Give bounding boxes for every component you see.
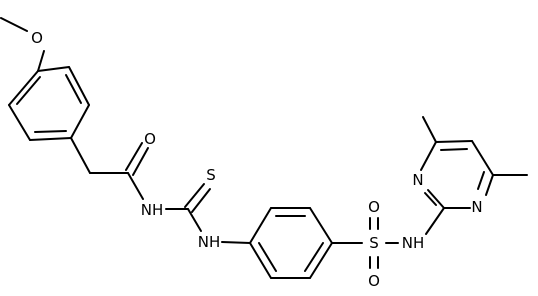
central-benzene-ring xyxy=(249,207,333,279)
atom-nh-sulfonamide: NH xyxy=(402,234,425,252)
pyr-bond-c4-me xyxy=(422,116,437,143)
pyr-bond-c5-c6 xyxy=(471,140,494,176)
ring2-bond-3 xyxy=(309,207,333,244)
atom-s-sulfonyl: S xyxy=(369,234,379,252)
ring1-bond-4 xyxy=(29,137,72,141)
atom-o-sulfonyl-top: O xyxy=(368,198,380,216)
atom-o-sulfonyl-bottom: O xyxy=(368,272,380,290)
ring1-bond-1 xyxy=(37,66,70,72)
pyr-double-c6-n1 xyxy=(477,171,485,190)
ring1-double-2 xyxy=(34,130,67,133)
bond-o-ring xyxy=(37,50,45,72)
bond-nh-pyr xyxy=(425,207,445,235)
bond-co-double-b xyxy=(132,147,149,176)
ring2-double-3 xyxy=(258,242,277,272)
bond-co-double-a xyxy=(125,142,143,171)
ring1-bond-6 xyxy=(8,70,39,106)
bond-co-nh xyxy=(127,172,144,200)
ring1-bond-5 xyxy=(8,104,31,141)
atom-nh-amide: NH xyxy=(141,201,164,219)
ring1-double-1 xyxy=(65,74,82,104)
methoxy-group xyxy=(0,17,45,72)
ring2-bond-6 xyxy=(249,242,272,279)
dimethylpyrimidine-ring xyxy=(420,116,528,235)
bond-cs-double-a xyxy=(184,183,205,208)
atom-n-pyrimidine-left: N xyxy=(412,171,423,189)
atom-o-carbonyl: O xyxy=(144,130,156,148)
bond-ring-ch2 xyxy=(70,137,91,174)
ring1-bond-3 xyxy=(70,104,90,139)
pyr-double-c2-n3 xyxy=(424,192,437,206)
acetyl-linker xyxy=(70,137,149,200)
ring1-bond-2 xyxy=(68,66,90,106)
bond-nh-ring2 xyxy=(221,241,251,244)
methoxyphenyl-ring xyxy=(8,66,90,141)
ring1-double-3 xyxy=(16,76,41,105)
atom-o-methoxy: O xyxy=(31,29,43,47)
pyr-bond-c2-n3 xyxy=(427,189,445,209)
atom-s-thiocarbonyl: S xyxy=(206,166,216,184)
bond-cs-double-b xyxy=(191,188,211,213)
bond-cs-nh xyxy=(187,208,202,232)
ring2-double-2 xyxy=(304,242,324,272)
bond-methyl-o xyxy=(0,17,28,32)
thiourea-group xyxy=(165,183,251,244)
pyr-bond-c4-c5 xyxy=(435,140,473,143)
atom-nh-aryl: NH xyxy=(198,233,221,251)
pyr-bond-c6-n1 xyxy=(485,174,494,196)
ring2-bond-4 xyxy=(309,242,333,279)
sulfonyl-group xyxy=(331,217,399,269)
atom-n-pyrimidine-right: N xyxy=(471,198,482,216)
pyr-double-c4-c5 xyxy=(440,148,468,151)
pyr-bond-n3-c4 xyxy=(420,141,437,171)
ring2-bond-1 xyxy=(249,207,272,244)
